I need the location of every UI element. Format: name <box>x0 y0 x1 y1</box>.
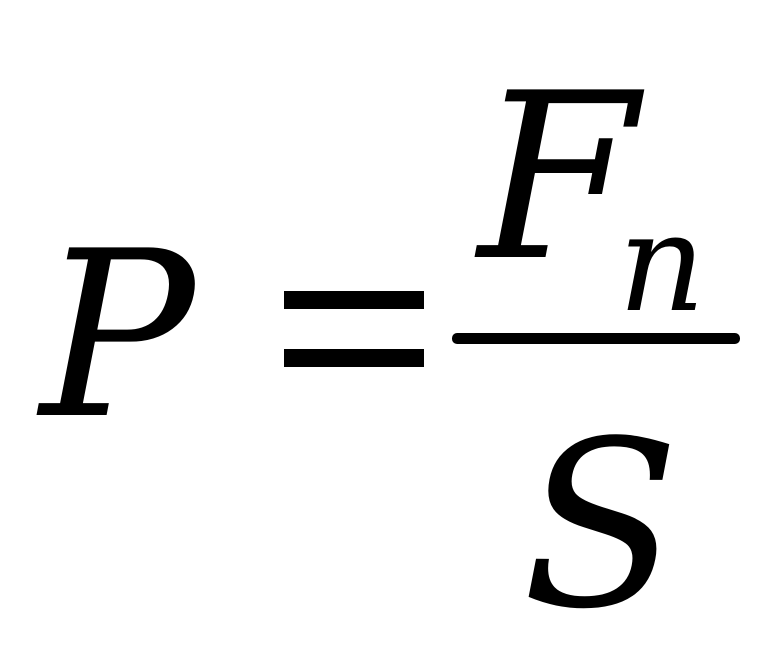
numerator-subscript: n <box>618 185 706 343</box>
denominator-symbol: S <box>522 393 680 660</box>
fraction-line <box>452 333 740 344</box>
numerator-symbol: F <box>478 45 638 312</box>
equals-sign-top-bar <box>284 291 424 309</box>
lhs-symbol: P <box>40 203 195 470</box>
equals-sign-bottom-bar <box>284 349 424 367</box>
pressure-formula: P F n S <box>40 45 740 660</box>
